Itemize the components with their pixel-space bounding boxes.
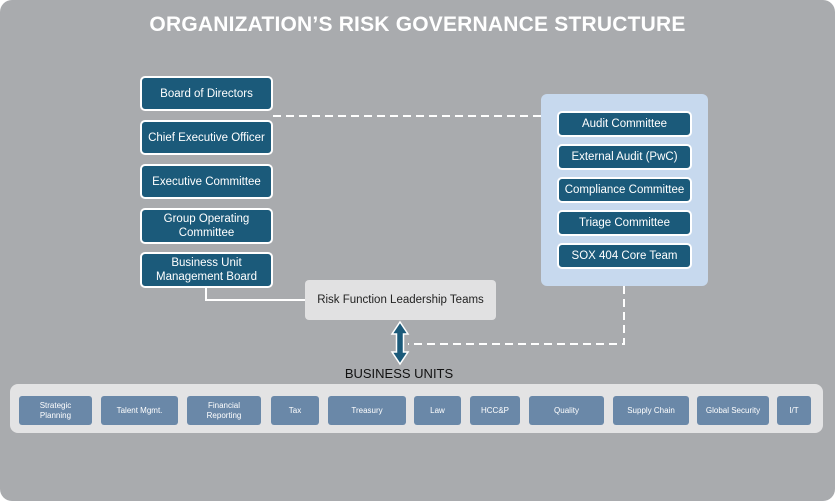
diagram-title: ORGANIZATION’S RISK GOVERNANCE STRUCTURE (149, 13, 686, 36)
risk-function-leadership-box: Risk Function Leadership Teams (305, 280, 496, 320)
chief-executive-officer-box: Chief Executive Officer (140, 120, 273, 155)
executive-committee-box: Executive Committee (140, 164, 273, 199)
unit-financial-reporting: Financial Reporting (187, 396, 261, 425)
unit-talent-mgmt: Talent Mgmt. (101, 396, 178, 425)
unit-supply-chain: Supply Chain (613, 396, 689, 425)
double-arrow-icon (390, 320, 410, 366)
triage-committee-box: Triage Committee (557, 210, 692, 236)
compliance-committee-box: Compliance Committee (557, 177, 692, 203)
board-of-directors-box: Board of Directors (140, 76, 273, 111)
unit-it: I/T (777, 396, 811, 425)
audit-committee-box: Audit Committee (557, 111, 692, 137)
group-operating-committee-box: Group Operating Committee (140, 208, 273, 244)
unit-global-security: Global Security (697, 396, 769, 425)
sox-404-core-team-box: SOX 404 Core Team (557, 243, 692, 269)
business-unit-management-board-box: Business Unit Management Board (140, 252, 273, 288)
unit-hccp: HCC&P (470, 396, 520, 425)
dashed-connector-panel (408, 286, 625, 345)
unit-strategic-planning: Strategic Planning (19, 396, 92, 425)
unit-tax: Tax (271, 396, 319, 425)
solid-connector-risk (205, 286, 305, 301)
unit-law: Law (414, 396, 461, 425)
unit-quality: Quality (529, 396, 604, 425)
business-units-heading: BUSINESS UNITS (344, 366, 454, 381)
external-audit-box: External Audit (PwC) (557, 144, 692, 170)
unit-treasury: Treasury (328, 396, 406, 425)
